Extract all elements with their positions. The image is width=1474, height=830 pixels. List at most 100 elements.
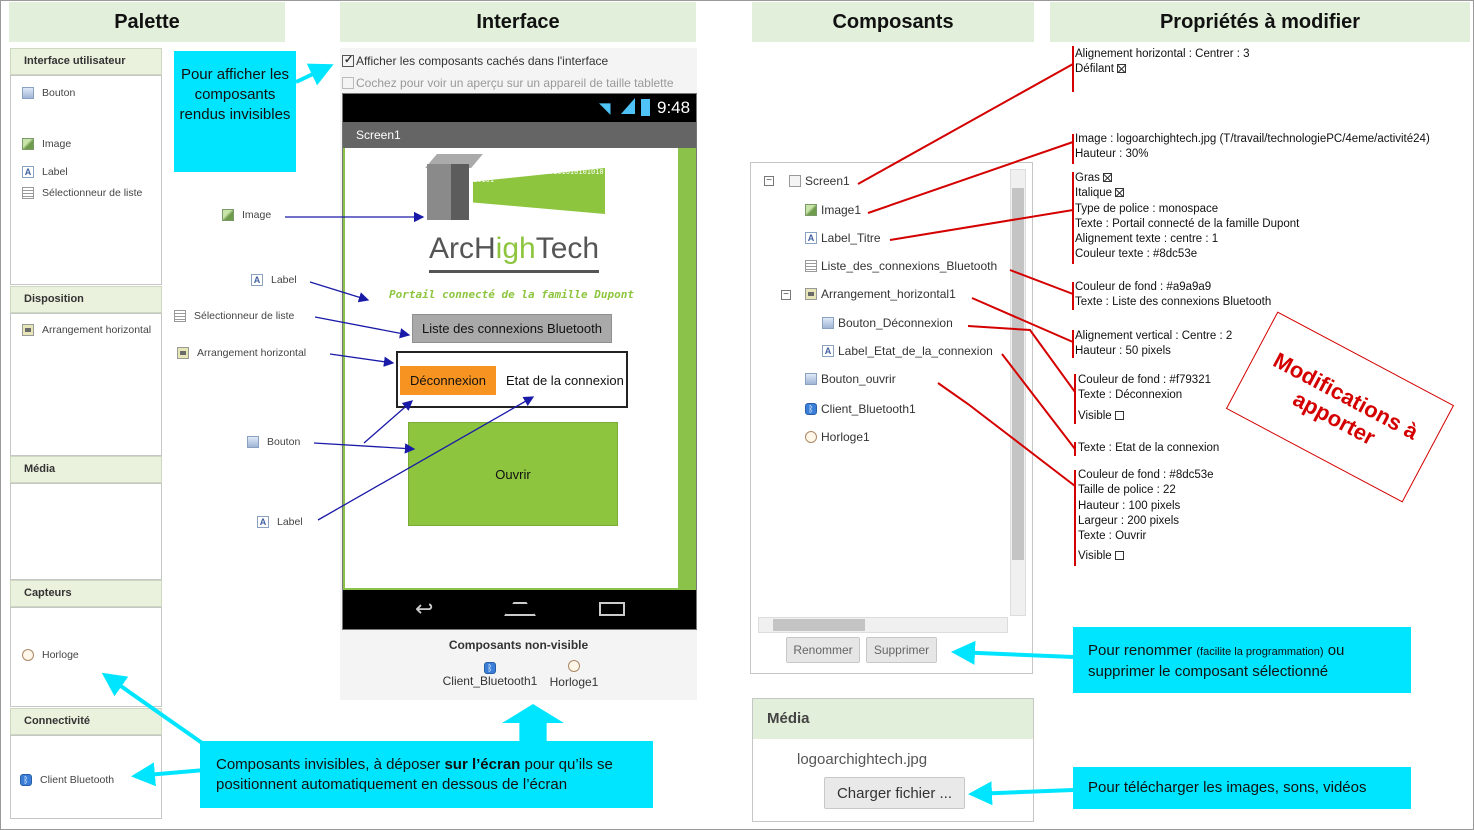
components-vscroll-thumb[interactable] (1012, 188, 1024, 560)
tree-clock[interactable]: Horloge1 (805, 430, 870, 444)
image-icon (22, 138, 34, 150)
components-panel (750, 162, 1033, 674)
tree-image1[interactable]: Image1 (805, 203, 861, 217)
logo-text: ArcHighTech (429, 232, 600, 265)
header-palette: Palette (9, 2, 285, 42)
media-panel: Média logoarchightech.jpg Charger fichie… (752, 698, 1034, 822)
palette-section-layout[interactable]: Disposition (10, 286, 162, 313)
label-icon: A (805, 232, 817, 244)
diagram-label-listpicker: Sélectionneur de liste (174, 310, 294, 322)
button-icon (22, 87, 34, 99)
props-label-etat: Texte : Etat de la connexion (1078, 442, 1220, 454)
home-icon[interactable] (504, 602, 536, 616)
checkbox-empty-icon[interactable] (342, 77, 354, 89)
checkbox-checked-icon[interactable]: ✓ (342, 54, 354, 67)
list-icon (174, 310, 186, 322)
show-hidden-checkbox[interactable]: ✓ Afficher les composants cachés dans l'… (342, 54, 609, 68)
tablet-preview-checkbox[interactable]: Cochez pour voir un aperçu sur un appare… (342, 76, 674, 90)
props-screen1: Alignement horizontal : Centrer : 3 Défi… (1075, 48, 1250, 76)
logo-image: 010101010101010101010101010101010101 (425, 154, 607, 230)
screen-scrollbar[interactable] (678, 148, 696, 588)
logo-underline (429, 270, 599, 273)
clock-icon (805, 431, 817, 443)
collapse-icon[interactable]: − (764, 176, 774, 186)
disconnect-button[interactable]: Déconnexion (400, 366, 496, 395)
phone-preview: ◥ 9:48 Screen1 0101010101010101010101010… (342, 93, 697, 630)
tree-listpicker[interactable]: Liste_des_connexions_Bluetooth (805, 259, 997, 273)
logo-binary-band: 010101010101010101010101010101010101 (473, 168, 605, 214)
tree-bouton-deconnexion[interactable]: Bouton_Déconnexion (822, 316, 953, 330)
screen-title: Screen1 (343, 122, 696, 148)
nonvisible-title: Composants non-visible (448, 638, 589, 652)
palette-item-image[interactable]: Image (22, 138, 71, 150)
palette-section-media[interactable]: Média (10, 456, 162, 483)
header-properties: Propriétés à modifier (1050, 2, 1470, 42)
palette-section-connectivity[interactable]: Connectivité (10, 708, 162, 735)
delete-button[interactable]: Supprimer (866, 637, 937, 663)
nonvisible-bluetooth[interactable]: ᛒ Client_Bluetooth1 (442, 662, 538, 688)
signal-icon (621, 98, 635, 114)
button-icon (805, 373, 817, 385)
list-icon (805, 260, 817, 272)
palette-section-ui[interactable]: Interface utilisateur (10, 48, 162, 75)
tree-arrangement[interactable]: Arrangement_horizontal1 (805, 287, 956, 301)
status-time: 9:48 (657, 98, 691, 117)
arrangement-icon (177, 347, 189, 359)
open-button[interactable]: Ouvrir (408, 422, 618, 526)
label-icon: A (822, 345, 834, 357)
props-bouton-ouvrir: Couleur de fond : #8dc53e Taille de poli… (1078, 469, 1214, 563)
components-hscroll[interactable] (758, 617, 1008, 633)
props-arrangement: Alignement vertical : Centre : 2 Hauteur… (1075, 330, 1233, 358)
media-title: Média (753, 699, 1033, 739)
clock-icon (568, 660, 580, 672)
palette-media-box (10, 483, 162, 580)
label-icon: A (22, 166, 34, 178)
nonvisible-clock[interactable]: Horloge1 (545, 660, 603, 689)
callout-upload: Pour télécharger les images, sons, vidéo… (1073, 767, 1411, 809)
props-label-titre: Gras Italique Type de police : monospace… (1075, 172, 1300, 261)
palette-section-sensors[interactable]: Capteurs (10, 580, 162, 607)
empty-box-icon (1114, 410, 1124, 420)
connection-state-label: Etat de la connexion (506, 373, 624, 388)
screen-icon (789, 175, 801, 187)
palette-item-listpicker[interactable]: Sélectionneur de liste (22, 187, 142, 199)
palette-item-button[interactable]: Bouton (22, 87, 75, 99)
props-image1: Image : logoarchightech.jpg (T/travail/t… (1075, 133, 1430, 161)
media-file[interactable]: logoarchightech.jpg (797, 751, 928, 768)
components-hscroll-thumb[interactable] (773, 619, 865, 631)
rename-button[interactable]: Renommer (786, 637, 860, 663)
tree-screen1[interactable]: Screen1 (789, 174, 850, 188)
bluetooth-icon: ᛒ (20, 774, 32, 786)
palette-item-clock[interactable]: Horloge (22, 649, 79, 661)
arrangement-icon (22, 324, 34, 336)
callout-rename: Pour renommer (facilite la programmation… (1073, 627, 1411, 693)
logo-cube-right (451, 164, 469, 220)
back-icon[interactable]: ↩ (415, 596, 434, 621)
image-icon (805, 204, 817, 216)
palette-layout-box: Arrangement horizontal (10, 313, 162, 456)
tree-bouton-ouvrir[interactable]: Bouton_ouvrir (805, 372, 896, 386)
upload-file-button[interactable]: Charger fichier ... (824, 777, 965, 809)
callout-invisible-components: Composants invisibles, à déposer sur l’é… (200, 741, 653, 808)
props-bouton-deconnexion: Couleur de fond : #f79321 Texte : Déconn… (1078, 374, 1211, 422)
battery-icon (641, 99, 650, 116)
label-icon: A (251, 274, 263, 286)
label-icon: A (257, 516, 269, 528)
palette-item-arrangement[interactable]: Arrangement horizontal (22, 324, 151, 336)
title-label: Portail connecté de la famille Dupont (388, 288, 635, 301)
header-components: Composants (752, 2, 1034, 42)
components-vscroll[interactable] (1010, 169, 1026, 616)
bluetooth-list-button[interactable]: Liste des connexions Bluetooth (412, 314, 612, 343)
collapse-icon[interactable]: − (781, 290, 791, 300)
recent-apps-icon[interactable] (599, 602, 625, 616)
logo-cube-left (427, 164, 451, 220)
diagram-label-image: Image (222, 209, 271, 221)
